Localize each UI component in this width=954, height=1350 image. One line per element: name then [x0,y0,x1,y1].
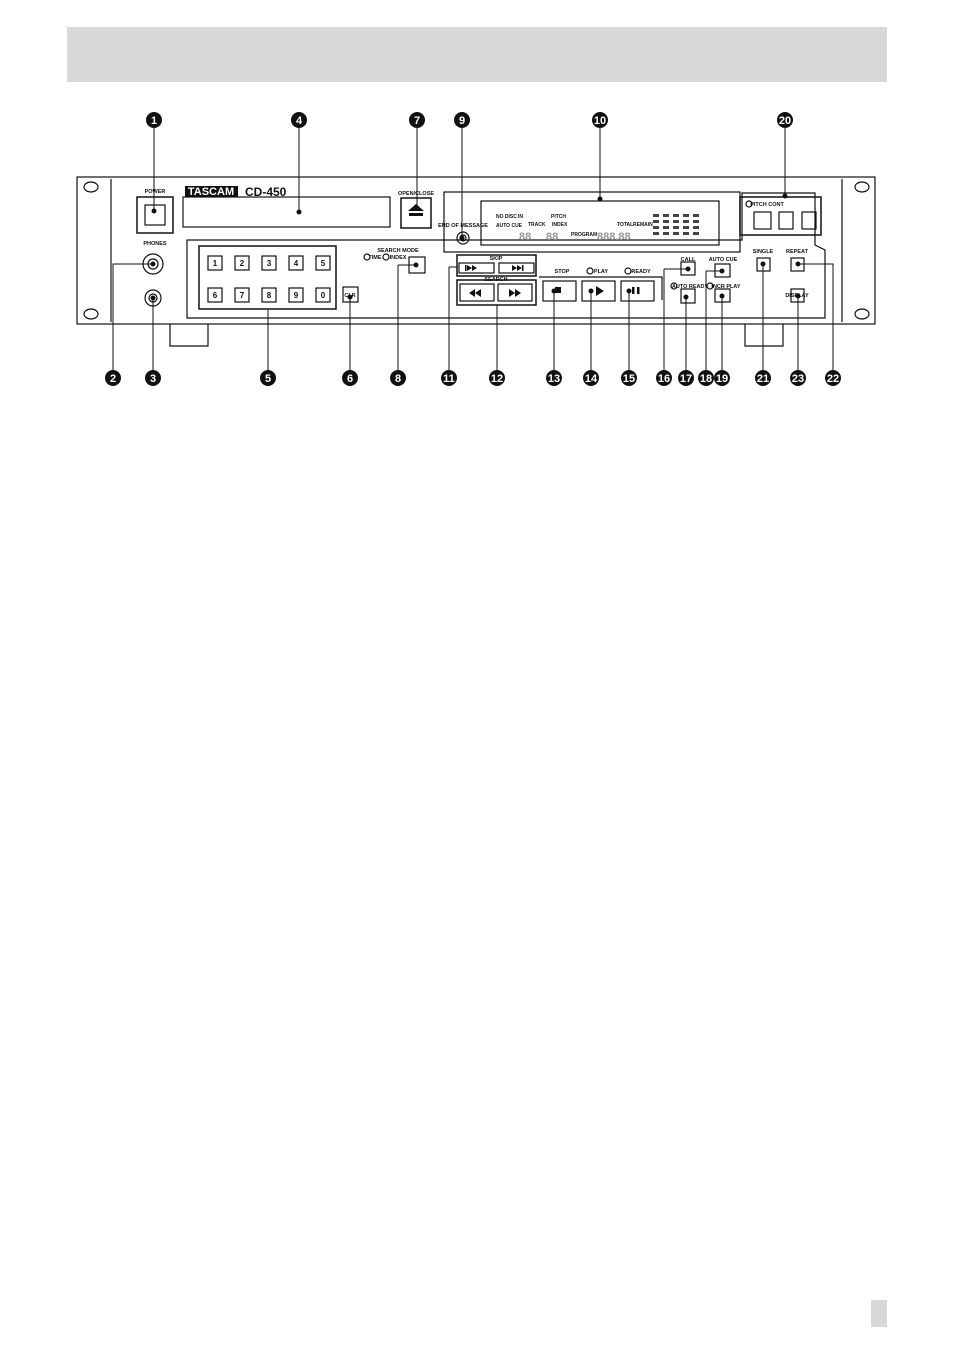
callout-6: 6 [347,373,353,385]
rewind-icon [469,289,481,297]
ready-label: READY [631,269,651,275]
lcd-index-digits: 88 [546,231,558,243]
fast-forward-icon [509,289,521,297]
foot [744,324,784,347]
play-icon [596,286,604,296]
skip-back-icon [467,265,477,271]
callout-5: 5 [265,373,271,385]
callout-16: 16 [658,373,670,385]
skip-forward-icon [512,265,522,271]
lcd-in: IN [518,214,523,220]
stop-label: STOP [555,269,570,275]
callout-22: 22 [827,373,839,385]
lcd-display: NO DISC IN AUTO CUE TRACK PITCH INDEX PR… [496,214,653,243]
rack-hole [83,308,99,320]
key-3: 3 [267,259,272,268]
key-1: 1 [213,259,218,268]
auto-ready-label: AUTO READY [672,284,709,290]
phones-label: PHONES [143,241,167,247]
key-7: 7 [240,291,245,300]
page-tab [871,1300,887,1327]
callout-18: 18 [700,373,712,385]
lcd-no-disc: NO DISC [496,214,517,220]
foot [169,324,209,347]
lcd-remain: REMAIN [633,222,653,228]
key-9: 9 [294,291,299,300]
callout-14: 14 [585,373,598,385]
callout-8: 8 [395,373,401,385]
key-4: 4 [294,259,299,268]
power-label: POWER [145,189,166,195]
callout-7: 7 [414,115,420,127]
callout-1: 1 [151,115,157,127]
eject-bar-icon [409,213,423,216]
time-label: TIME [368,255,381,261]
repeat-label: REPEAT [786,249,809,255]
end-of-message-label: END OF MESSAGE [438,223,488,229]
lcd-auto-cue: AUTO CUE [496,223,523,229]
lcd-pitch: PITCH [551,214,566,220]
call-label: CALL [681,257,696,263]
rack-hole [854,181,870,193]
index-label: INDEX [390,255,407,261]
lcd-track: TRACK [528,222,546,228]
lcd-index: INDEX [552,222,568,228]
callout-3: 3 [150,373,156,385]
callout-11: 11 [443,373,455,385]
lcd-program-grid [653,214,699,235]
key-5: 5 [321,259,326,268]
play-label: PLAY [594,269,608,275]
callout-21: 21 [757,373,769,385]
pitch-cont-label: PITCH CONT [750,202,784,208]
auto-cue-label: AUTO CUE [709,257,738,263]
callout-2: 2 [110,373,116,385]
key-2: 2 [240,259,245,268]
callout-23: 23 [792,373,804,385]
brand-badge [185,186,238,197]
rack-hole [854,308,870,320]
key-6: 6 [213,291,218,300]
header-bar [67,27,887,82]
callout-15: 15 [623,373,635,385]
stop-icon [555,287,561,293]
callout-9: 9 [459,115,465,127]
callout-4: 4 [296,115,303,127]
callout-19: 19 [716,373,728,385]
callout-13: 13 [548,373,560,385]
keypad: 1 2 3 4 5 6 7 8 9 0 [207,255,331,303]
search-mode-label: SEARCH MODE [377,248,419,254]
single-label: SINGLE [753,249,774,255]
open-close-label: OPEN/CLOSE [398,191,434,197]
pause-icon [632,287,635,294]
lcd-track-digits: 88 [519,231,531,243]
brand-logo: TASCAM [188,186,234,198]
search-label: SEARCH [484,277,507,283]
callout-20: 20 [779,115,791,127]
callout-10: 10 [594,115,606,127]
lcd-total: TOTAL [617,222,633,228]
callout-17: 17 [680,373,692,385]
callout-12: 12 [491,373,503,385]
model-name: CD-450 [245,185,287,199]
incr-play-label: INCR PLAY [711,284,740,290]
lcd-time-digits: 888.88 [597,231,631,243]
chassis [76,176,876,325]
rack-hole [83,181,99,193]
skip-label: SKIP [490,256,503,262]
key-8: 8 [267,291,272,300]
key-0: 0 [321,291,326,300]
lcd-program: PROGRAM [571,232,597,238]
